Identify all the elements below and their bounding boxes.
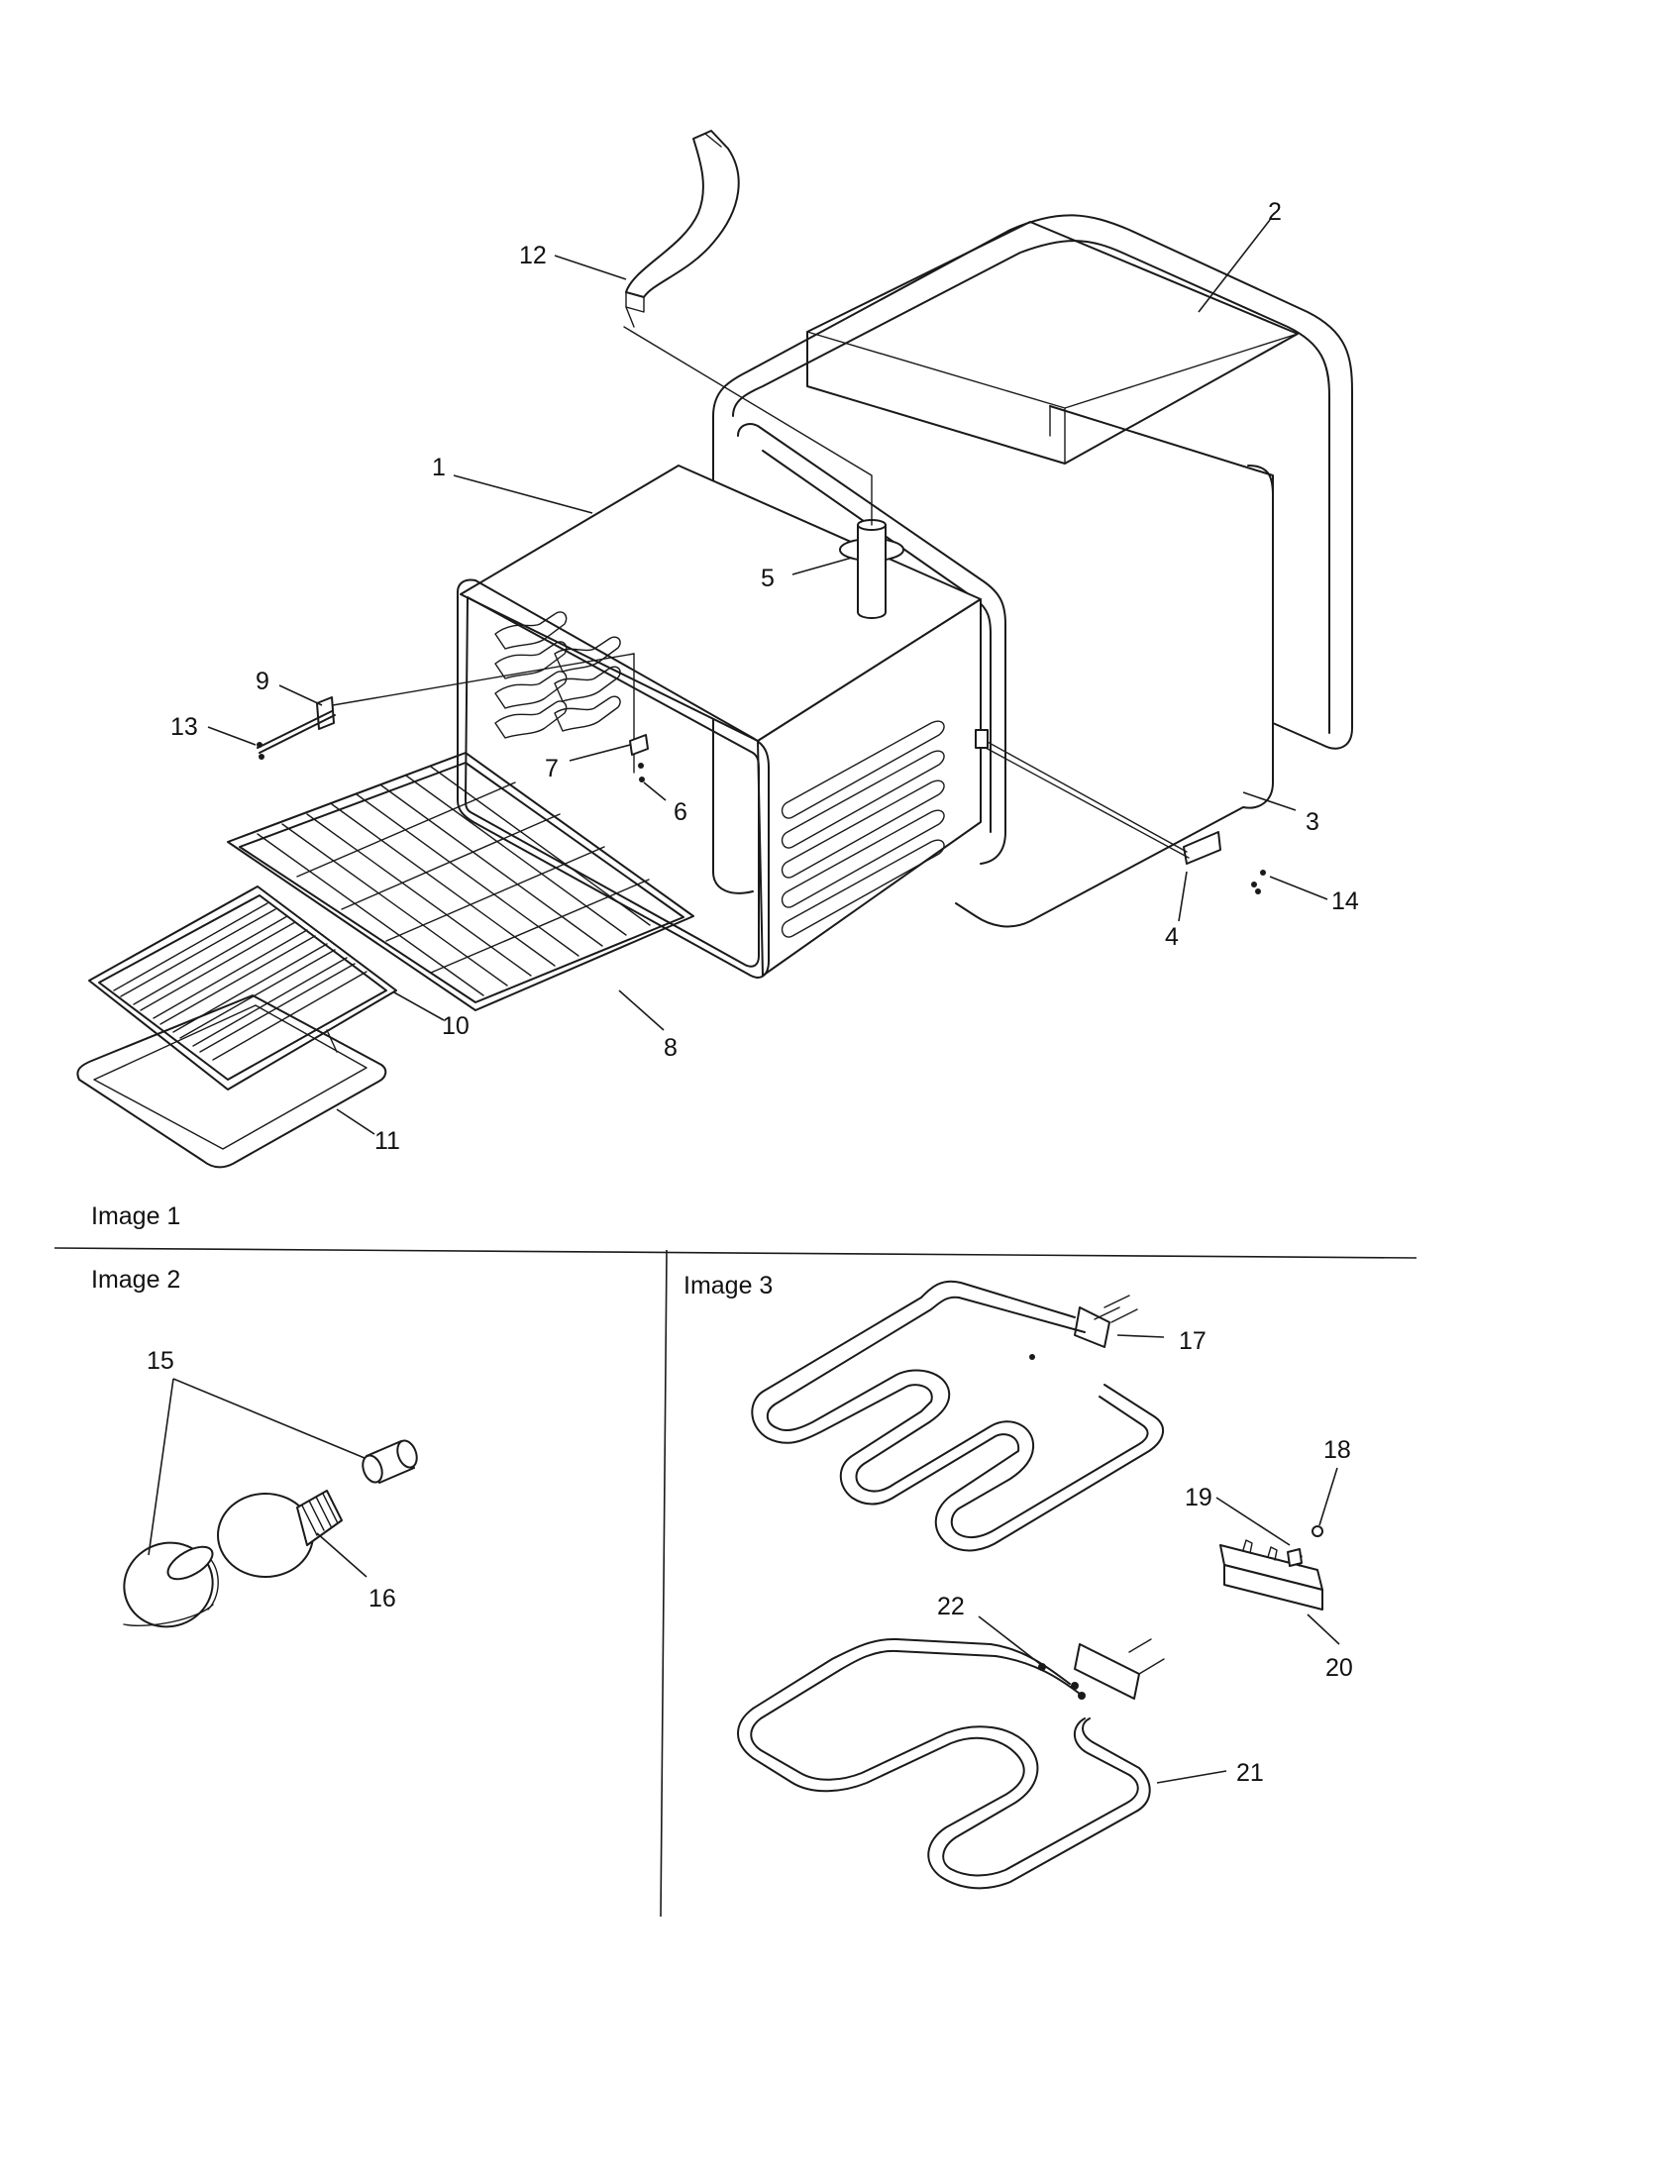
- oven-wrapper-insulation: [712, 214, 1353, 928]
- callout-14: 14: [1331, 887, 1359, 915]
- callout-7: 7: [545, 755, 559, 782]
- callout-18: 18: [1323, 1436, 1351, 1464]
- callout-19: 19: [1185, 1484, 1212, 1511]
- rack-support-left: [257, 653, 635, 760]
- callout-12: 12: [519, 242, 547, 269]
- callout-11: 11: [374, 1127, 400, 1155]
- callout-8: 8: [664, 1034, 678, 1062]
- bake-element: [737, 1637, 1165, 1890]
- callout-2: 2: [1268, 198, 1282, 226]
- callout-1: 1: [432, 454, 446, 481]
- light-lens-cover: [123, 1541, 219, 1628]
- broil-element: [751, 1280, 1164, 1552]
- callout-5: 5: [761, 565, 775, 592]
- callout-15: 15: [147, 1347, 174, 1375]
- callout-10: 10: [442, 1012, 470, 1040]
- broil-pan-grid: [88, 885, 397, 1091]
- callout-6: 6: [674, 798, 687, 826]
- callout-3: 3: [1306, 808, 1319, 836]
- lamp-socket-sleeve: [362, 1439, 418, 1484]
- callout-4: 4: [1165, 923, 1179, 951]
- callout-16: 16: [368, 1585, 396, 1612]
- center-bracket: [629, 734, 649, 782]
- image-2-caption: Image 2: [91, 1266, 181, 1294]
- callout-13: 13: [170, 713, 198, 741]
- callout-9: 9: [256, 668, 269, 695]
- light-bulb: [217, 1490, 343, 1578]
- callout-22: 22: [937, 1593, 965, 1620]
- vent-tube: [623, 326, 904, 619]
- rear-bracket: [975, 729, 1266, 894]
- vent-duct: [625, 130, 740, 328]
- image-3-caption: Image 3: [683, 1272, 774, 1300]
- panel-dividers: [53, 1247, 1418, 1918]
- callout-20: 20: [1325, 1654, 1353, 1682]
- oven-cavity: [457, 465, 982, 979]
- callout-numbers: 1 2 3 4 5 6 7 8 9 10 11 12 13 14 15 16 1…: [147, 198, 1359, 1787]
- callout-17: 17: [1179, 1327, 1207, 1355]
- callout-21: 21: [1236, 1759, 1264, 1787]
- oven-rack: [227, 752, 694, 1011]
- terminal-block: [1219, 1525, 1323, 1611]
- callout-leaders: [148, 219, 1340, 1784]
- broil-pan: [76, 994, 387, 1169]
- image-1-caption: Image 1: [91, 1202, 181, 1230]
